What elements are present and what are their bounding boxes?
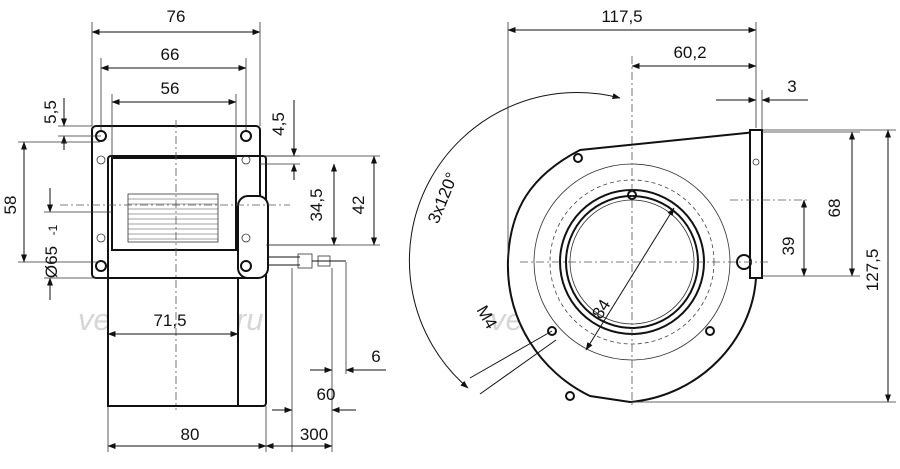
- dim-label-60-2: 60,2: [673, 43, 706, 62]
- dim-label-diameter-65: Ø65: [42, 246, 61, 278]
- dim-label-80: 80: [181, 425, 200, 444]
- dim-label-6: 6: [371, 347, 380, 366]
- mounting-hole-bottom-right: [240, 260, 252, 272]
- dim-label-60: 60: [317, 385, 336, 404]
- mounting-hole-top-right: [240, 130, 252, 142]
- mounting-hole-bottom-left: [95, 260, 107, 272]
- bolt-hole-right: [705, 326, 715, 336]
- dim-label-5-5: 5,5: [41, 100, 60, 124]
- dim-label-tolerance: -1: [46, 224, 60, 235]
- dim-label-3x120: 3x120°: [424, 170, 462, 226]
- dim-label-4-5: 4,5: [269, 112, 288, 136]
- dim-label-58: 58: [1, 196, 20, 215]
- motor-can: [107, 277, 239, 407]
- impeller-blades: [127, 193, 219, 243]
- dim-label-127-5: 127,5: [863, 249, 882, 292]
- front-view: 84 M4 3x120° 117,5 60,2 3 68 39 127,5: [408, 7, 896, 408]
- inlet-ring: [237, 195, 269, 279]
- dim-label-71-5: 71,5: [153, 311, 186, 330]
- dim-label-66: 66: [161, 45, 180, 64]
- corner-hole-bottom: [565, 391, 575, 401]
- dim-label-117-5: 117,5: [601, 7, 642, 26]
- outlet-flange: [749, 129, 763, 279]
- dim-label-34-5: 34,5: [307, 188, 326, 221]
- power-cable: [268, 253, 346, 269]
- dim-label-42: 42: [349, 196, 368, 215]
- dim-label-3: 3: [787, 77, 796, 96]
- dim-label-68: 68: [825, 199, 844, 218]
- dim-label-56: 56: [161, 79, 180, 98]
- side-view: 76 66 56 5,5 58 Ø65 -1 4,5: [1, 7, 386, 452]
- dim-label-76: 76: [167, 7, 186, 26]
- dim-label-300: 300: [300, 425, 328, 444]
- dim-label-39: 39: [779, 237, 798, 256]
